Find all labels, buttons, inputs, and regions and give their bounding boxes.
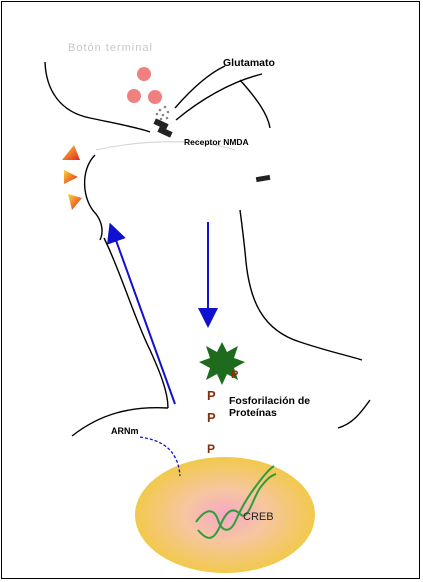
postsynaptic-spine-left — [85, 155, 102, 240]
phosphate-marker-4: P — [207, 442, 215, 456]
upward-feedback-arrow — [113, 232, 175, 404]
dendrite-left — [104, 238, 168, 408]
soma-right — [338, 400, 370, 428]
presynaptic-axon-line-2 — [176, 74, 262, 120]
phosphate-marker-2: P — [207, 388, 216, 403]
synaptic-vesicles — [127, 67, 162, 104]
phosphate-marker-1: P — [231, 369, 238, 381]
nmda-receptor — [153, 118, 172, 137]
glutamate-dots — [156, 106, 170, 121]
creb-label: CREB — [243, 511, 274, 523]
protein-phosphorylation-label: Fosforilación de Proteínas — [229, 395, 339, 419]
retrograde-triangles — [62, 145, 82, 210]
nmda-receptor-label: Receptor NMDA — [184, 137, 249, 147]
postsynaptic-spine-right — [240, 210, 246, 262]
dendrite-right — [246, 262, 362, 360]
membrane-receptor — [256, 175, 271, 182]
phosphate-marker-3: P — [207, 410, 216, 425]
presynaptic-terminal-label: Botón terminal — [68, 42, 153, 54]
mrna-label: ARNm — [111, 426, 139, 436]
glutamate-label: Glutamato — [223, 57, 275, 69]
presynaptic-right-edge — [240, 80, 270, 128]
